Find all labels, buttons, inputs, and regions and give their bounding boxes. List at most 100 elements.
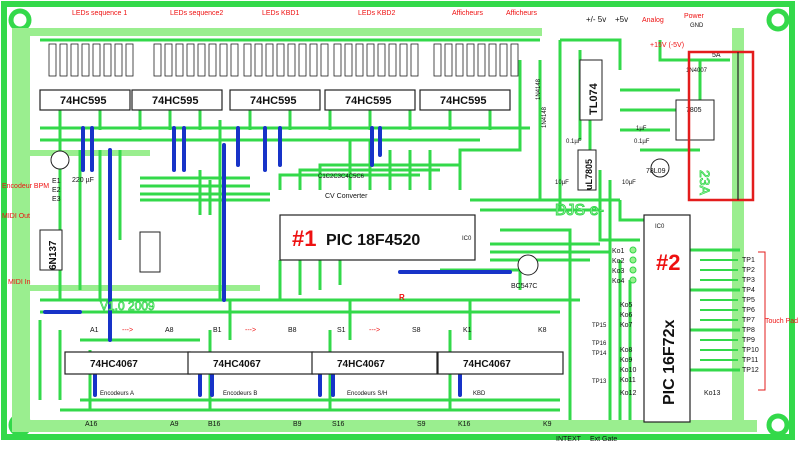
tp-side-label: TP15 (592, 323, 607, 329)
resistor (333, 43, 342, 77)
mux-chip-label: 74HC4067 (90, 359, 138, 370)
cap-10uf-b: 10µF (622, 180, 636, 186)
key-pin-label: Ko7 (620, 322, 633, 329)
label-e3: E3 (52, 196, 61, 203)
mux-chip-label: 74HC4067 (213, 359, 261, 370)
resistor (287, 43, 296, 77)
main-mcu-name: PIC 18F4520 (326, 232, 420, 249)
shift-register-label: 74HC595 (60, 95, 106, 107)
key-pin-pad (629, 276, 637, 284)
label-midi-in: MIDI In (8, 279, 31, 286)
mux-end-label: B8 (288, 327, 297, 334)
key-pin-label: Ko4 (612, 278, 625, 285)
main-mcu-body (279, 214, 476, 261)
cap-10uf-a: 10µF (555, 180, 569, 186)
label-leds-kbd1: LEDs KBD1 (262, 10, 299, 17)
top-labels: LEDs sequence 1 LEDs sequence2 LEDs KBD1… (72, 10, 705, 49)
label-encodeur-bpm: Encodeur BPM (2, 183, 49, 190)
label-gnd: GND (690, 23, 704, 29)
key-pin-pad (629, 266, 637, 274)
label-ext-gate: Ext Gate (590, 436, 617, 443)
resistor (254, 43, 263, 77)
main-mcu: #1 PIC 18F4520 IC0 (279, 214, 476, 261)
trace-layer (38, 38, 740, 420)
mux-chip-label: 74HC4067 (337, 359, 385, 370)
resistor (298, 43, 307, 77)
touch-pad-pin-label: TP9 (742, 337, 755, 344)
main-mcu-pin-label: IC0 (462, 236, 472, 242)
resistor (92, 43, 101, 77)
resistor (114, 43, 123, 77)
second-mcu-body (643, 214, 691, 423)
cv-converter-label: CV Converter (325, 193, 368, 200)
mux-low-label: S16 (332, 421, 345, 428)
left-labels: Encodeur BPM MIDI Out MIDI In (2, 183, 49, 286)
shift-register-label: 74HC595 (250, 95, 296, 107)
mux-low-label: B16 (208, 421, 221, 428)
shift-register-body (39, 89, 131, 111)
mux-low-end-label: K9 (543, 421, 552, 428)
resistor (488, 43, 497, 77)
resistor (197, 43, 206, 77)
tl074-chip (579, 59, 603, 121)
resistor (320, 43, 329, 77)
touch-pad-pin-label: TP10 (742, 347, 759, 354)
mounting-hole-tl (8, 8, 32, 32)
mux-arrow: ---> (122, 327, 133, 334)
opto-6n137-chip (39, 229, 63, 271)
cap-labels: 0.1µF 0.1µF 1µF 10µF 10µF (555, 126, 650, 186)
mux-arrow: ---> (369, 327, 380, 334)
mux-low-end-label: A9 (170, 421, 179, 428)
mux-end-label: A8 (165, 327, 174, 334)
label-e1: E1 (52, 178, 61, 185)
ul7805-label: uL7805 (584, 159, 594, 190)
regulator-7805-body (675, 99, 715, 141)
shift-register-label: 74HC595 (345, 95, 391, 107)
key-pin-label: Ko3 (612, 268, 625, 275)
tp-side-label: TP16 (592, 341, 607, 347)
label-power: Power (684, 13, 705, 20)
touch-pad-pin-label: TP7 (742, 317, 755, 324)
resistor (125, 43, 134, 77)
touch-pad-pin-label: TP12 (742, 367, 759, 374)
power-connector-outline (687, 50, 755, 202)
resistor (433, 43, 442, 77)
mux-name-label: Encodeurs A (100, 391, 134, 397)
diode-1n4007: 1N4007 (686, 68, 708, 74)
resistor (48, 43, 57, 77)
resistor (208, 43, 217, 77)
mounting-hole-tr (766, 8, 790, 32)
label-r: R (399, 293, 405, 302)
cap-01uf-b: 0.1µF (634, 139, 650, 145)
regulator-78l09-label: 78L09 (646, 168, 666, 175)
label-leds-seq1: LEDs sequence 1 (72, 10, 127, 17)
label-midi-out: MIDI Out (2, 213, 30, 220)
shift-register-label: 74HC595 (440, 95, 486, 107)
key-pin-label: Ko5 (620, 302, 633, 309)
mux-arrow: ---> (245, 327, 256, 334)
label-cap-220: 220 µF (72, 177, 94, 184)
key-pin-label: Ko12 (620, 390, 636, 397)
resistor (444, 43, 453, 77)
resistor (377, 43, 386, 77)
label-intext: INTEXT (556, 436, 582, 443)
key-pin-label: Ko9 (620, 357, 633, 364)
resistor (399, 43, 408, 77)
mux-low-label: K16 (458, 421, 471, 428)
mux-chip-body (437, 351, 564, 375)
resistor (230, 43, 239, 77)
resistor (510, 43, 519, 77)
label-vplus-minus: +/- 5v (586, 15, 606, 24)
key-pin-label: Ko11 (620, 377, 636, 384)
resistor (410, 43, 419, 77)
regulator-rear-text: 23A (697, 170, 713, 196)
transistor-bc547c (517, 254, 539, 276)
mux-start-label: K1 (463, 327, 472, 334)
key-pin-label: Ko13 (704, 390, 720, 397)
resistor (70, 43, 79, 77)
second-mcu-name: PIC 16F72x (661, 320, 678, 405)
